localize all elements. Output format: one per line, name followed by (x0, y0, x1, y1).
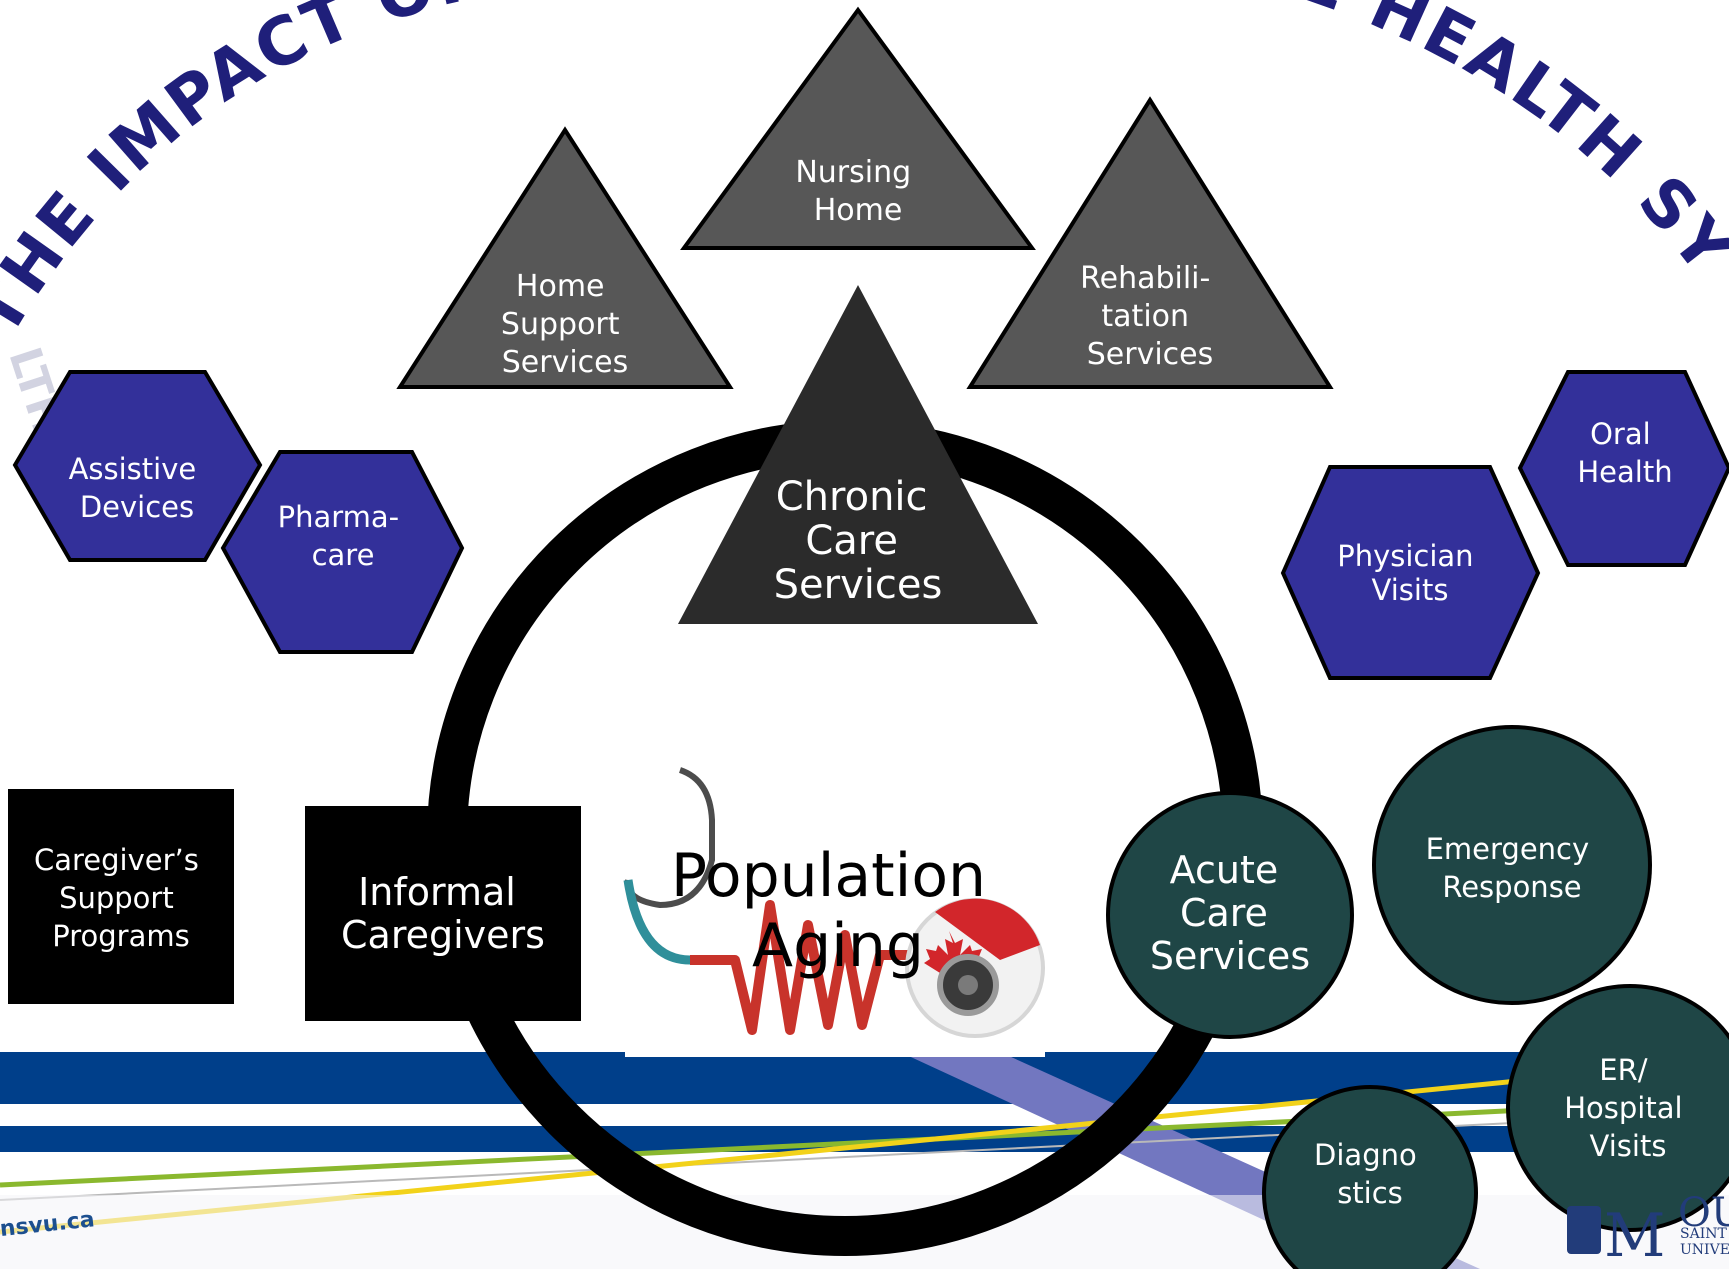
label-rehabilitation: Rehabili- tation Services (1080, 261, 1220, 372)
triangle-home-support (396, 126, 734, 389)
label-physician-visits: Physician Visits (1337, 539, 1483, 607)
label-assistive-devices: Assistive Devices (69, 452, 206, 524)
hexagon-physician-visits (1280, 465, 1541, 680)
box-caregivers-support (8, 789, 234, 1004)
hexagon-pharmacare (220, 450, 465, 654)
circle-acute-care (1106, 791, 1354, 1039)
triangle-chronic-care (678, 285, 1038, 624)
stethoscope-chestpiece-center (958, 975, 978, 995)
label-nursing-home: Nursing Home (795, 155, 920, 228)
circle-diagnostics (1262, 1085, 1478, 1269)
logo-partial: OU (1678, 1190, 1729, 1236)
label-chronic-care: Chronic Care Services (774, 474, 943, 608)
label-oral-health: Oral Health (1577, 417, 1672, 489)
logo-crest-icon (1567, 1206, 1601, 1254)
labels: Nursing Home Home Support Services Rehab… (34, 155, 1692, 1210)
canada-flag-red-band (935, 898, 1040, 960)
logo-line2: UNIVE (1680, 1242, 1729, 1258)
label-diagnostics: Diagno stics (1314, 1138, 1426, 1210)
circle-er-hospital (1506, 984, 1729, 1232)
population-aging-image (623, 752, 1045, 1057)
label-er-hospital: ER/ Hospital Visits (1564, 1053, 1692, 1163)
logo-line1: SAINT V (1680, 1226, 1729, 1242)
stethoscope-teal-icon (623, 879, 691, 965)
label-informal-caregivers: Informal Caregivers (341, 870, 545, 957)
hexagon-oral-health (1517, 370, 1729, 567)
hexagon-assistive-devices (12, 370, 263, 562)
label-emergency-response: Emergency Response (1426, 832, 1599, 904)
triangle-rehabilitation (966, 96, 1334, 389)
label-caregivers-support: Caregiver’s Support Programs (34, 843, 208, 953)
label-acute-care: Acute Care Services (1150, 848, 1310, 978)
university-logo: M OU SAINT V UNIVE (1567, 1190, 1729, 1269)
logo-initial: M (1604, 1201, 1665, 1269)
label-population-aging: Population Aging (671, 841, 1005, 981)
box-informal-caregivers (305, 806, 581, 1021)
stethoscope-tube-icon (624, 767, 715, 909)
label-home-support: Home Support Services (501, 269, 629, 380)
stripe-blue-top (0, 1052, 1729, 1104)
label-pharmacare: Pharma- care (278, 500, 409, 572)
circle-emergency-response (1372, 725, 1652, 1005)
heartbeat-line-icon (690, 900, 940, 1035)
triangle-nursing-home (680, 6, 1036, 250)
